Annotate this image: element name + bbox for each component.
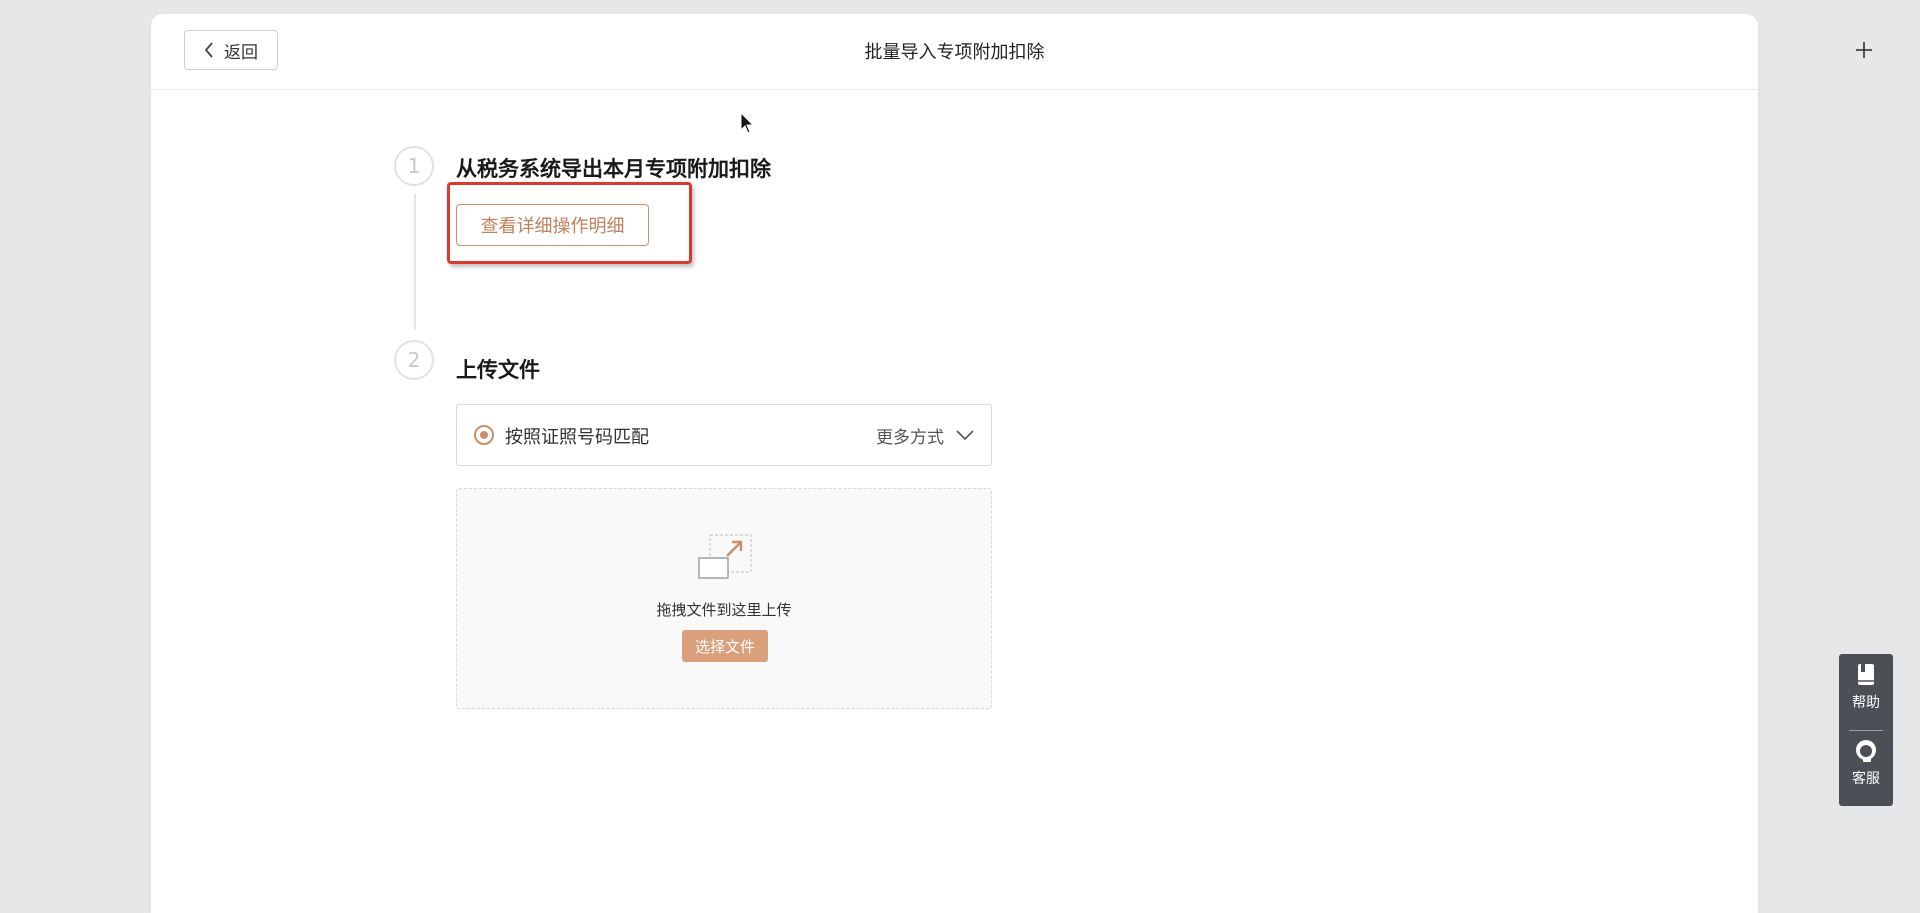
choose-file-button[interactable]: 选择文件 — [682, 630, 768, 662]
book-icon — [1858, 664, 1874, 685]
chevron-left-icon — [204, 42, 213, 58]
side-divider — [1849, 730, 1883, 731]
help-label: 帮助 — [1852, 695, 1880, 711]
back-button[interactable]: 返回 — [184, 30, 278, 70]
more-methods-label[interactable]: 更多方式 — [876, 428, 944, 448]
header: 返回 批量导入专项附加扣除 — [151, 14, 1758, 90]
upload-hint: 拖拽文件到这里上传 — [656, 601, 792, 619]
back-label: 返回 — [224, 42, 258, 63]
chevron-down-icon[interactable] — [955, 427, 975, 443]
step-2-title: 上传文件 — [456, 358, 540, 382]
match-method-select[interactable]: 按照证照号码匹配 更多方式 — [456, 404, 992, 466]
plus-icon[interactable] — [1845, 36, 1883, 64]
step-1-title: 从税务系统导出本月专项附加扣除 — [456, 157, 771, 181]
step-2-number: 2 — [394, 340, 434, 380]
page-title: 批量导入专项附加扣除 — [864, 42, 1045, 63]
upload-dropzone[interactable]: 拖拽文件到这里上传 选择文件 — [456, 488, 992, 709]
upload-icon — [698, 534, 752, 579]
radio-selected-icon[interactable] — [474, 425, 494, 445]
highlight-box — [447, 182, 692, 264]
view-details-button[interactable]: 查看详细操作明细 — [456, 204, 649, 246]
step-connector-line — [414, 194, 416, 330]
side-float-panel: 帮助 客服 — [1839, 654, 1893, 806]
step-1-number: 1 — [394, 146, 434, 186]
help-button[interactable]: 帮助 — [1839, 662, 1893, 732]
customer-service-button[interactable]: 客服 — [1839, 738, 1893, 808]
headset-icon — [1856, 740, 1876, 762]
service-label: 客服 — [1852, 771, 1880, 787]
mouse-cursor-icon — [740, 112, 755, 134]
match-option-label: 按照证照号码匹配 — [505, 427, 649, 448]
